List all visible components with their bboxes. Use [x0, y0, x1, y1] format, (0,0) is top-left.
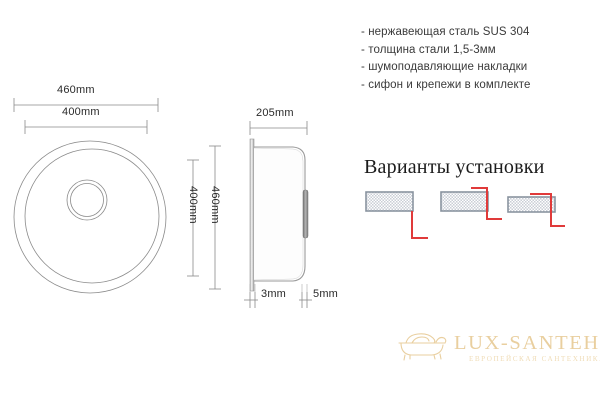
- sink-rim-profile: [249, 138, 255, 292]
- brand-tagline: ЕВРОПЕЙСКАЯ САНТЕХНИКА: [469, 355, 600, 363]
- top-view-drawing: [13, 98, 221, 294]
- dimension-extension-lines: [249, 284, 308, 292]
- label-400mm-width: 400mm: [62, 106, 100, 118]
- dimension-400-vertical: [187, 159, 199, 277]
- dimension-205-horizontal: [249, 121, 308, 135]
- sink-bowl-circle: [24, 148, 160, 284]
- spec-item: - сифон и крепежи в комплекте: [361, 78, 531, 91]
- drain-outlet-nub: [302, 189, 309, 239]
- dimension-3mm: [244, 292, 258, 308]
- dimension-460-horizontal: [13, 98, 159, 112]
- drain-inner-circle: [70, 183, 104, 217]
- bathtub-icon: [398, 333, 447, 361]
- install-variant-1: [365, 191, 428, 239]
- variants-title: Варианты установки: [364, 156, 545, 178]
- sink-outer-circle: [13, 140, 167, 294]
- spec-item: - нержавеющая сталь SUS 304: [361, 26, 530, 38]
- label-400mm-height: 400mm: [187, 186, 199, 224]
- dimension-400-horizontal: [24, 120, 148, 134]
- label-205mm-depth: 205mm: [256, 107, 294, 119]
- label-5mm: 5mm: [313, 288, 339, 300]
- label-3mm: 3mm: [261, 288, 287, 300]
- brand-watermark: LUX-SANTEH ЕВРОПЕЙСКАЯ САНТЕХНИКА: [398, 328, 600, 380]
- install-variant-2: [440, 187, 502, 220]
- label-460mm-height: 460mm: [209, 186, 221, 224]
- brand-name: LUX-SANTEH: [454, 332, 600, 354]
- label-460mm-width: 460mm: [57, 84, 95, 96]
- sink-bowl-fill: [253, 147, 304, 281]
- specs-list: - нержавеющая сталь SUS 304 - толщина ст…: [361, 24, 593, 94]
- side-view-drawing: [244, 121, 312, 308]
- dimension-5mm: [299, 292, 312, 308]
- drain-outer-circle: [66, 179, 108, 221]
- spec-item: - толщина стали 1,5-3мм: [361, 43, 496, 56]
- dimension-460-vertical: [209, 145, 221, 290]
- spec-item: - шумоподавляющие накладки: [361, 61, 528, 73]
- install-variant-3: [507, 193, 565, 227]
